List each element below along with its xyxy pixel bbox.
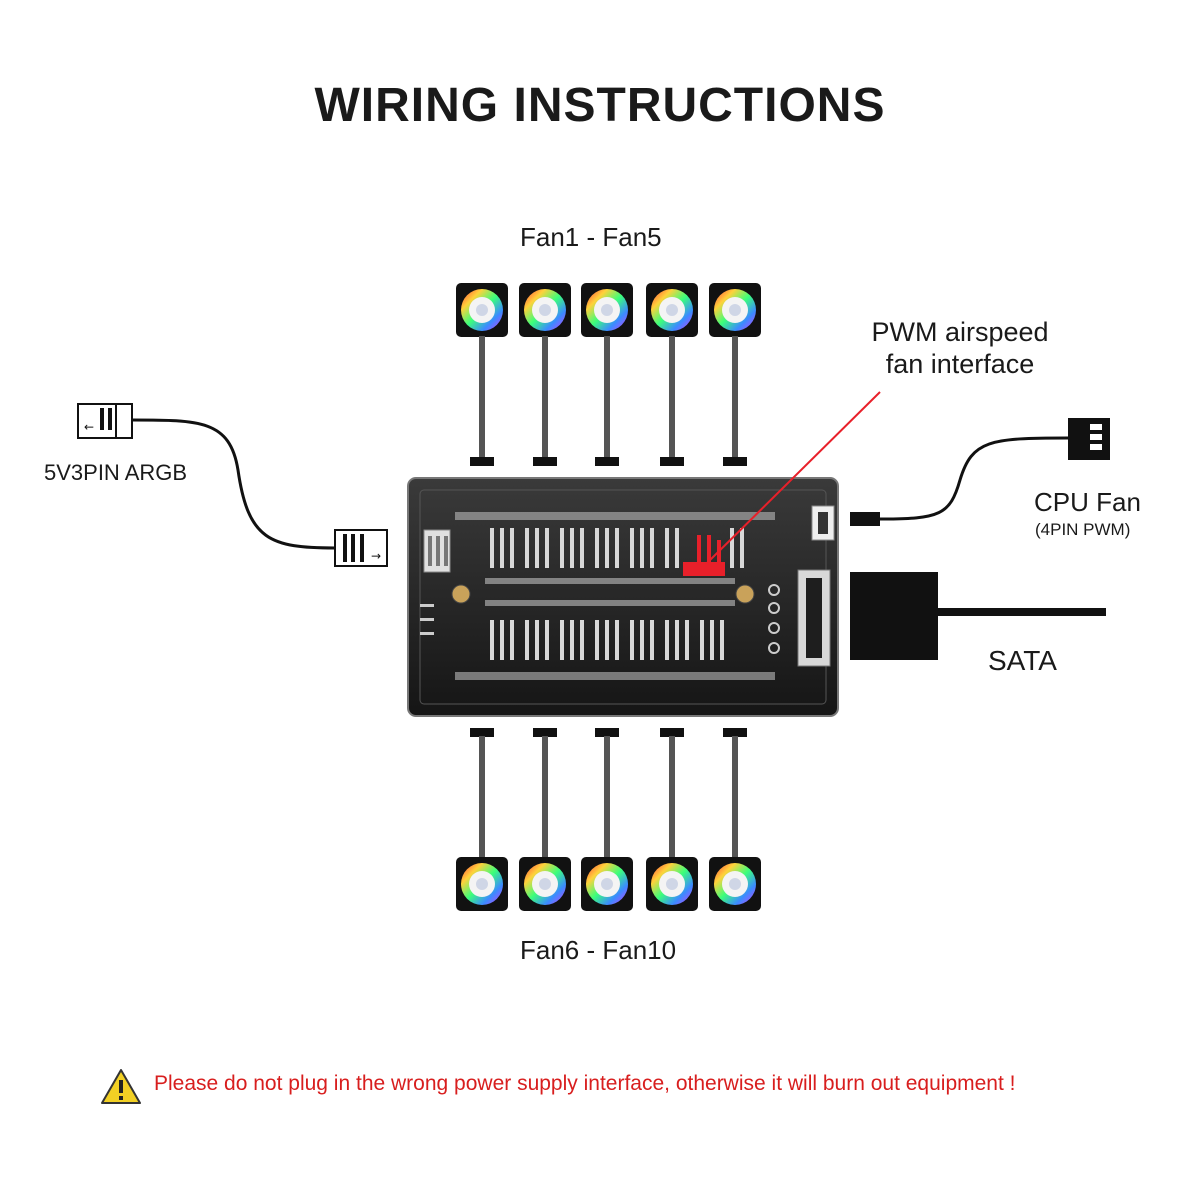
screw-icon — [735, 584, 755, 604]
svg-text:→: → — [371, 549, 381, 563]
sata-connector-icon — [850, 572, 938, 660]
warning-notice: Please do not plug in the wrong power su… — [100, 1068, 1150, 1108]
cpu-fan-label: CPU Fan — [1034, 487, 1141, 517]
fan-10-icon — [709, 728, 761, 911]
sata-cable — [850, 572, 1106, 660]
fan-2-icon — [519, 283, 571, 466]
svg-text:←: ← — [84, 420, 94, 434]
fan-5-icon — [709, 283, 761, 466]
fans-bottom-group — [456, 728, 761, 911]
fan-9-icon — [646, 728, 698, 911]
pwm-interface-highlight — [683, 562, 725, 576]
fan-hub-board — [407, 477, 839, 717]
warning-text: Please do not plug in the wrong power su… — [154, 1072, 1016, 1095]
page-title: WIRING INSTRUCTIONS — [314, 79, 886, 132]
cpu-fan-cable — [850, 418, 1110, 526]
fans-top-label: Fan1 - Fan5 — [520, 222, 662, 252]
cpu-fan-sublabel: (4PIN PWM) — [1035, 520, 1131, 539]
fan-8-icon — [581, 728, 633, 911]
fan-4-icon — [646, 283, 698, 466]
fans-top-group — [456, 283, 761, 466]
argb-cable: ← → — [77, 403, 388, 567]
sata-label: SATA — [988, 645, 1057, 676]
pwm-pointer-line — [704, 391, 881, 566]
pwm-interface-label: PWM airspeed fan interface — [871, 317, 1049, 379]
cpu-fan-connector-icon — [1068, 418, 1110, 460]
screw-icon — [451, 584, 471, 604]
header-pins — [490, 528, 744, 660]
warning-triangle-icon — [101, 1069, 141, 1104]
fan-3-icon — [581, 283, 633, 466]
fan-6-icon — [456, 728, 508, 911]
fan-7-icon — [519, 728, 571, 911]
fan-1-icon — [456, 283, 508, 466]
argb-label: 5V3PIN ARGB — [44, 460, 188, 485]
fans-bottom-label: Fan6 - Fan10 — [520, 935, 677, 965]
